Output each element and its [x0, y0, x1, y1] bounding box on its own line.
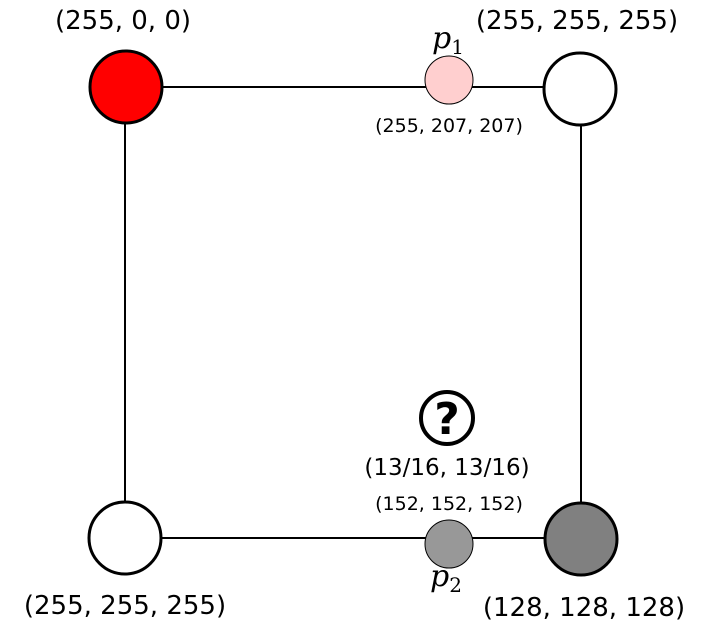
p2-value-label: (152, 152, 152): [375, 493, 523, 515]
corner-label-top-right: (255, 255, 255): [476, 6, 678, 36]
corner-label-top-left: (255, 0, 0): [55, 6, 191, 36]
corner-node-top-left: [88, 49, 164, 125]
query-symbol: ?: [434, 394, 460, 445]
corner-node-bottom-right: [543, 501, 619, 577]
corner-node-bottom-left: [87, 500, 163, 576]
corner-node-top-right: [542, 51, 618, 127]
query-marker: [419, 390, 475, 446]
point-p1: [424, 55, 474, 105]
corner-label-bottom-right: (128, 128, 128): [483, 593, 685, 623]
p2-name-label: p2: [430, 559, 462, 597]
p1-name-label: p1: [432, 21, 464, 59]
corner-label-bottom-left: (255, 255, 255): [24, 591, 226, 621]
p1-value-label: (255, 207, 207): [375, 115, 523, 137]
query-coords-label: (13/16, 13/16): [364, 455, 529, 481]
point-p2: [424, 519, 474, 569]
